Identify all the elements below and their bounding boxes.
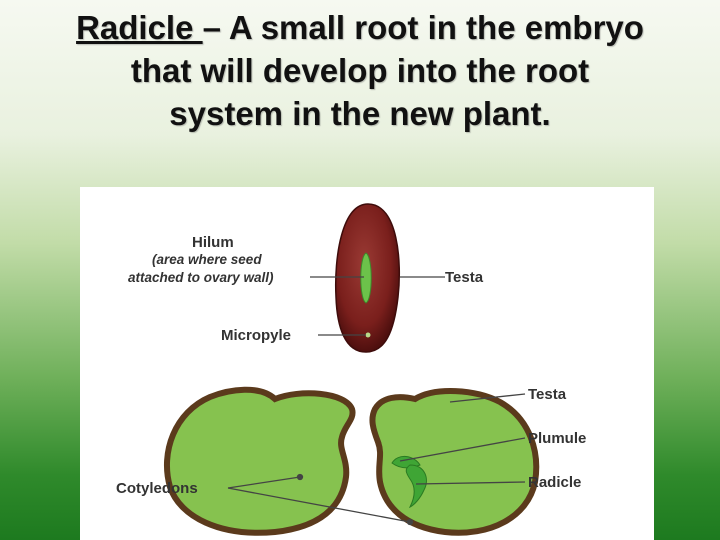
seed-diagram-svg: Hilum (area where seed attached to ovary… — [116, 203, 586, 536]
label-plumule: Plumule — [528, 430, 586, 447]
label-micropyle: Micropyle — [221, 327, 291, 344]
left-cotyledon — [163, 386, 356, 536]
hilum-mark — [360, 252, 372, 304]
label-testa-split: Testa — [528, 386, 567, 403]
label-cotyledons: Cotyledons — [116, 480, 198, 497]
definition-line-2: that will develop into the root — [130, 52, 590, 89]
label-hilum-note-1: (area where seed — [152, 252, 262, 267]
label-testa-seed: Testa — [445, 269, 484, 286]
definition-line-3: system in the new plant. — [169, 95, 551, 132]
micropyle-dot — [365, 332, 371, 338]
seed-diagram: Hilum (area where seed attached to ovary… — [80, 187, 654, 540]
radicle-shape — [405, 464, 427, 509]
label-hilum: Hilum — [192, 234, 234, 251]
term-radicle: Radicle — [76, 9, 203, 46]
definition-line-1: – A small root in the embryo — [202, 9, 644, 46]
slide-title: Radicle – A small root in the embryo tha… — [0, 6, 720, 135]
pointer-lines — [227, 276, 526, 526]
title-line-1: Radicle – A small root in the embryo — [0, 6, 720, 49]
label-hilum-note-2: attached to ovary wall) — [128, 270, 274, 285]
label-radicle: Radicle — [528, 474, 581, 491]
